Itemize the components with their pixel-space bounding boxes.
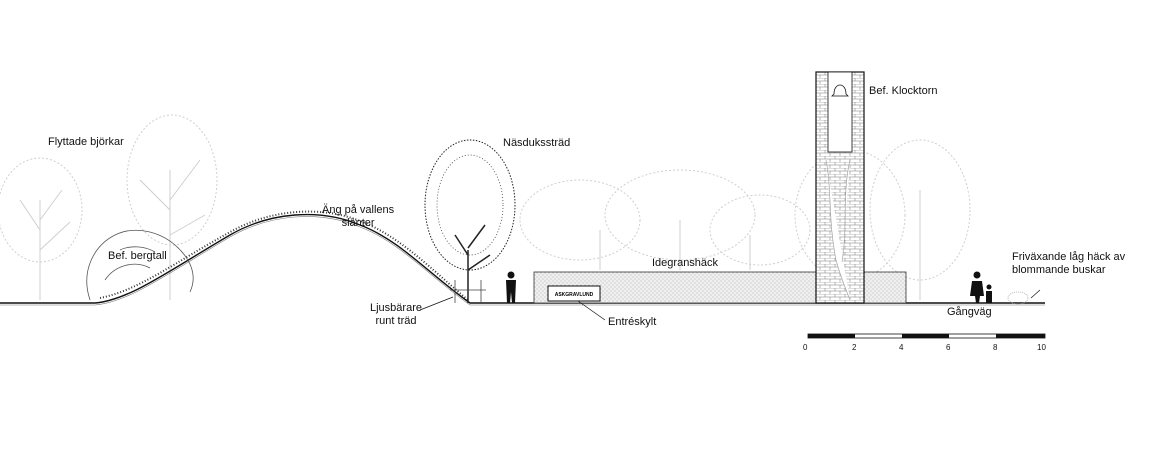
background-tree-cluster — [519, 169, 811, 270]
label-entrance-sign: Entréskylt — [608, 316, 657, 328]
entrance-sign — [547, 285, 601, 302]
label-meadow: Äng på vallens slänter — [322, 204, 394, 230]
label-path: Gångväg — [947, 306, 992, 318]
pine-bush — [86, 229, 194, 301]
scale-tick-6: 6 — [946, 343, 951, 352]
label-light-line1: Ljusbärare — [370, 302, 422, 314]
leader-lines — [419, 289, 1041, 321]
label-shrub-line1: Friväxande låg häck av — [1012, 251, 1126, 263]
scale-tick-2: 2 — [852, 343, 857, 352]
person-silhouette — [506, 271, 516, 303]
scale-tick-4: 4 — [899, 343, 904, 352]
label-yew-hedge: Idegranshäck — [652, 257, 719, 269]
label-meadow-line2: slänter — [341, 217, 375, 229]
scale-tick-8: 8 — [993, 343, 998, 352]
bell-icon — [831, 84, 849, 97]
label-bell-tower: Bef. Klocktorn — [869, 85, 938, 97]
label-shrub-hedge: Friväxande låg häck av blommande buskar — [1012, 251, 1125, 277]
dove-tree — [424, 139, 516, 303]
label-meadow-line1: Äng på vallens — [322, 204, 395, 216]
label-shrub-line2: blommande buskar — [1012, 264, 1106, 276]
scale-tick-10: 10 — [1037, 343, 1046, 352]
scale-bar — [807, 333, 1046, 339]
bell-tower — [815, 71, 865, 304]
label-light-line2: runt träd — [375, 315, 417, 327]
birch-tree-right — [126, 114, 218, 300]
flowering-shrub — [1007, 291, 1029, 305]
entrance-sign-text: ASKGRAVLUND — [555, 292, 594, 298]
family-silhouettes — [970, 271, 992, 303]
scale-tick-0: 0 — [803, 343, 808, 352]
ground-line — [0, 213, 1045, 304]
label-dove-tree: Näsdukssträd — [503, 137, 571, 149]
label-existing-pine: Bef. bergtall — [108, 250, 167, 262]
label-light: Ljusbärare runt träd — [370, 302, 422, 328]
label-moved-birches: Flyttade björkar — [48, 136, 124, 148]
ground-hatch — [0, 216, 1045, 306]
birch-tree-left — [0, 157, 83, 300]
